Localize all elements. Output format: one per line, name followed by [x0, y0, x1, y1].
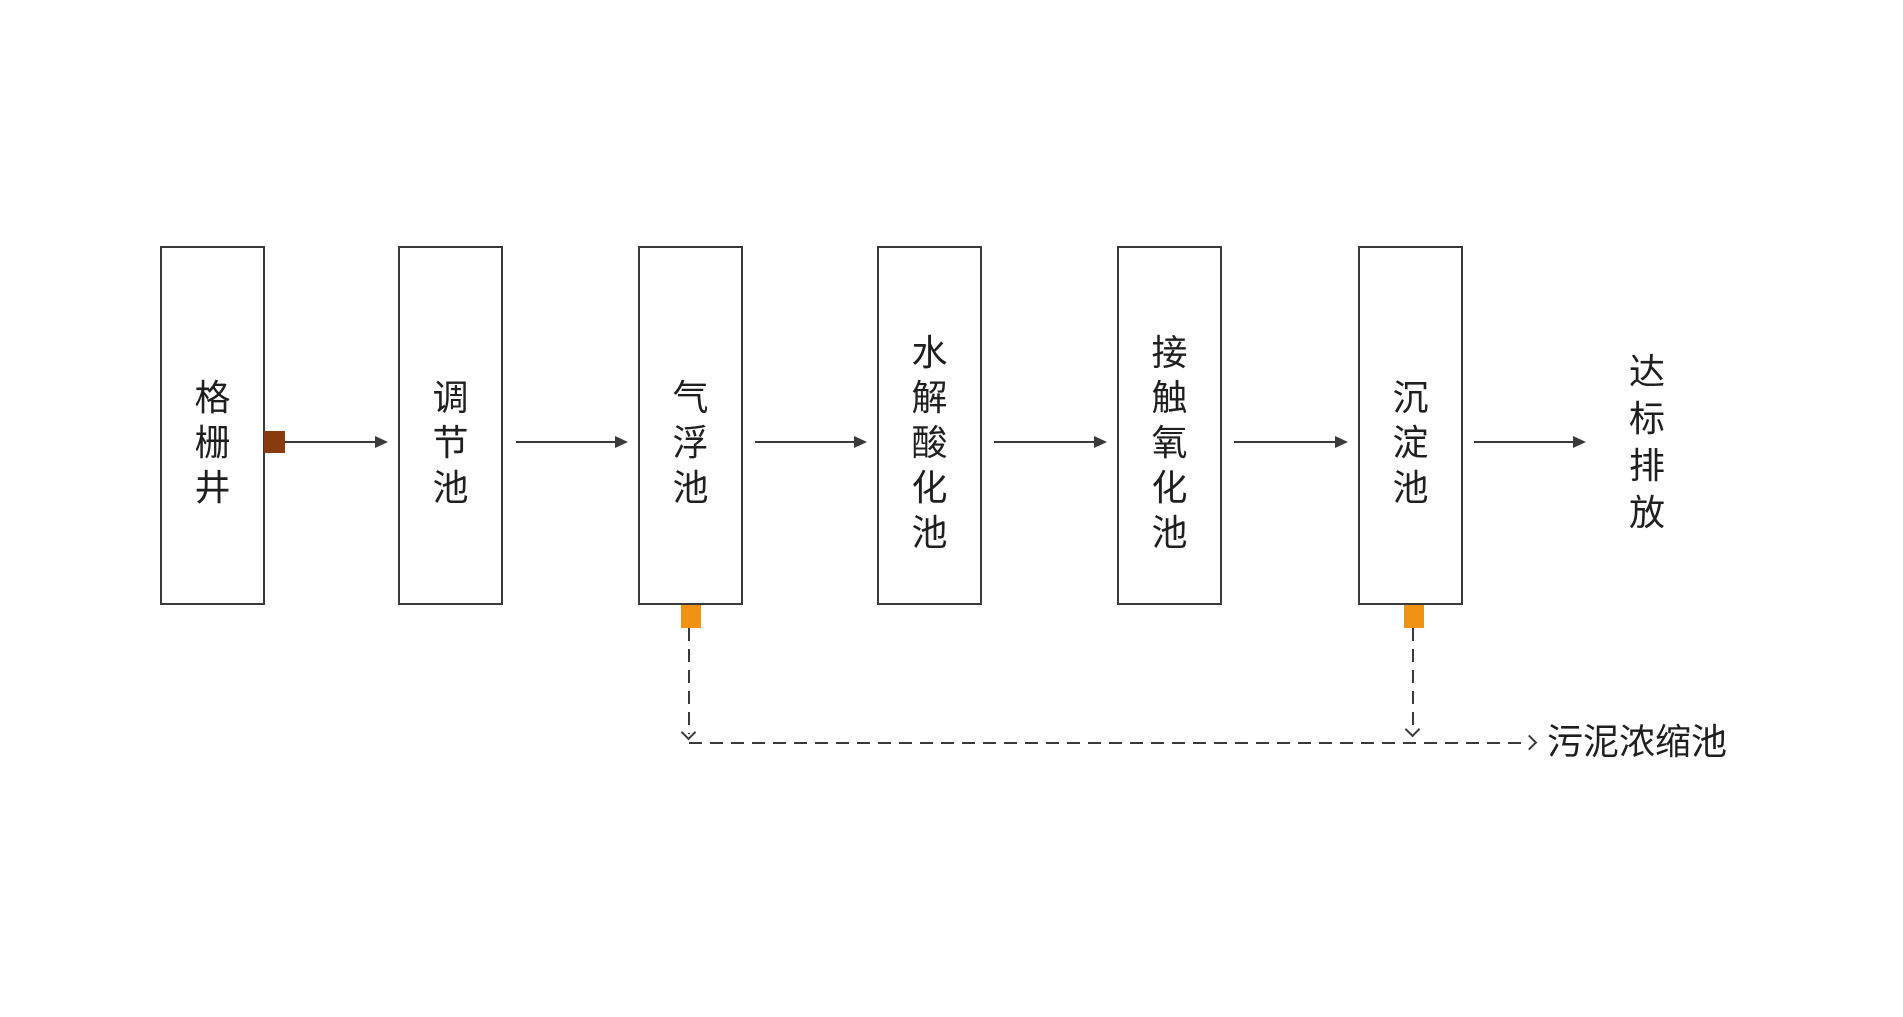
process-box-label: 调节池 [432, 376, 469, 508]
flow-arrow-head-5 [1335, 436, 1348, 448]
flow-arrow-head-3 [854, 436, 867, 448]
flow-arrow-line-5 [1234, 441, 1336, 443]
flow-arrow-head-2 [615, 436, 628, 448]
sludge-dashed-line-vertical-air-flotation [688, 628, 690, 734]
flow-arrow-line-6 [1474, 441, 1574, 443]
process-box-label: 气浮池 [672, 376, 709, 508]
process-box-regulating-tank: 调节池 [398, 246, 503, 605]
process-box-contact-oxidation-tank: 接触氧化池 [1117, 246, 1222, 605]
process-box-air-flotation-tank: 气浮池 [638, 246, 743, 605]
process-box-grille-well: 格栅井 [160, 246, 265, 605]
sludge-dashed-line-horizontal [689, 742, 1527, 744]
flow-arrow-head-1 [375, 436, 388, 448]
flow-arrow-line-4 [994, 441, 1095, 443]
outfall-label: 达标排放 [1628, 351, 1665, 533]
flow-arrow-line-2 [516, 441, 616, 443]
process-box-sedimentation-tank: 沉淀池 [1358, 246, 1463, 605]
process-box-hydrolysis-acidification-tank: 水解酸化池 [877, 246, 982, 605]
flow-arrow-line-1 [285, 441, 376, 443]
arrow-right-icon [1521, 734, 1538, 751]
inlet-marker [264, 431, 285, 453]
arrow-down-icon [1404, 721, 1421, 738]
sludge-dashed-line-vertical-sedimentation [1412, 628, 1414, 731]
sludge-outlet-marker-sedimentation [1404, 605, 1424, 628]
process-box-label: 水解酸化池 [911, 331, 948, 553]
process-box-label: 沉淀池 [1392, 376, 1429, 508]
process-box-label: 格栅井 [194, 376, 231, 508]
flow-arrow-head-6 [1573, 436, 1586, 448]
flow-arrow-head-4 [1094, 436, 1107, 448]
sludge-outlet-marker-air-flotation [681, 605, 701, 628]
sludge-destination-label: 污泥浓缩池 [1547, 721, 1728, 762]
flow-arrow-line-3 [755, 441, 855, 443]
arrow-down-icon [680, 724, 697, 741]
process-box-label: 接触氧化池 [1151, 331, 1188, 553]
